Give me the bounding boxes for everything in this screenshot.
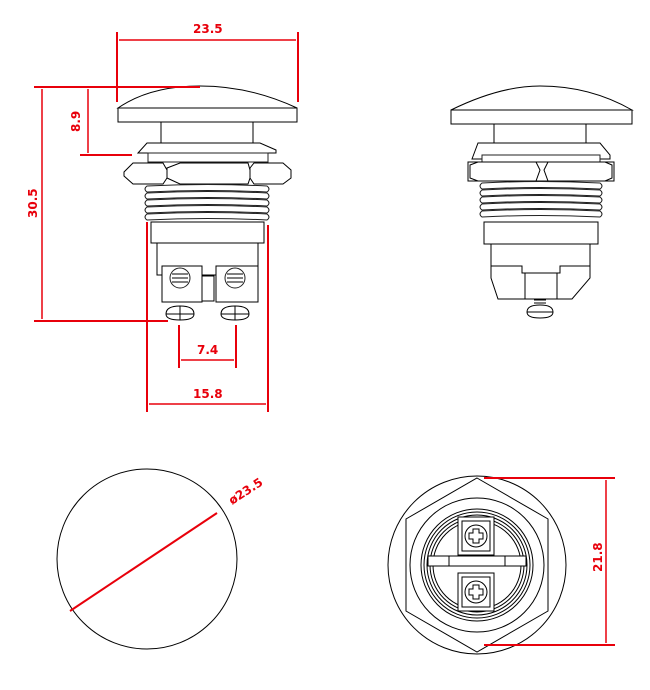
dim-hex-across-corners: 21.8 [591, 542, 605, 572]
dim-cap-diameter: ø23.5 [226, 475, 265, 507]
side-view [450, 85, 634, 319]
front-dimensions: 23.5 8.9 30.5 7.4 15.8 [26, 22, 299, 412]
dim-terminal-pitch: 7.4 [197, 343, 218, 357]
thread-lines [144, 184, 270, 221]
bottom-view: 21.8 [387, 475, 615, 655]
dim-overall-height: 30.5 [26, 188, 40, 218]
front-view [116, 85, 298, 321]
dim-body-width: 15.8 [193, 387, 223, 401]
dim-cap-width: 23.5 [193, 22, 223, 36]
top-view: ø23.5 [56, 468, 265, 650]
dim-cap-height: 8.9 [69, 111, 83, 132]
